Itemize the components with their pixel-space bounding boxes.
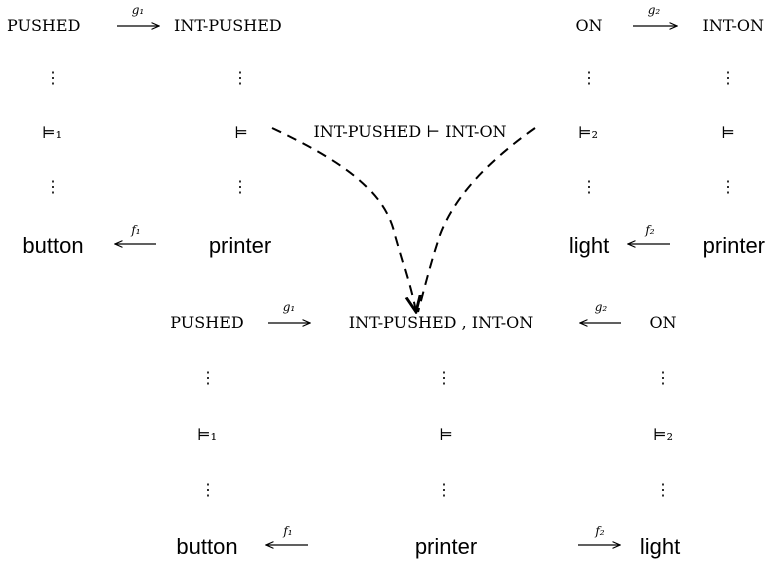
tl-dots-right-1: ⋮: [232, 68, 248, 87]
b-dots-right-2: ⋮: [655, 480, 671, 499]
b-dots-right-1: ⋮: [655, 368, 671, 387]
tl-sat-right: ⊨: [234, 123, 248, 142]
dashed-curve-left: [271, 127, 416, 312]
b-model-printer: printer: [414, 534, 478, 559]
tl-morph-g1: g₁: [131, 3, 145, 17]
b-dots-left-1: ⋮: [200, 368, 216, 387]
entailment: INT-PUSHED ⊢ INT-ON: [313, 122, 507, 141]
b-sat-mid: ⊨: [439, 425, 453, 444]
tr-syntax-on: ON: [575, 16, 603, 35]
b-model-light: light: [639, 534, 681, 559]
tr-dots-left-1: ⋮: [581, 68, 597, 87]
tl-sat-left: ⊨₁: [41, 123, 63, 142]
b-model-button: button: [176, 534, 238, 559]
dashed-curve-right: [417, 127, 536, 313]
b-morph-f2: f₂: [595, 524, 605, 538]
tr-sat-right: ⊨: [721, 123, 735, 142]
tl-syntax-int-pushed: INT-PUSHED: [174, 16, 282, 35]
tl-morph-f1: f₁: [131, 223, 141, 237]
tl-dots-left-1: ⋮: [45, 68, 61, 87]
tr-syntax-int-on: INT-ON: [702, 16, 764, 35]
tl-dots-right-2: ⋮: [232, 177, 248, 196]
b-sat-right: ⊨₂: [652, 425, 674, 444]
tr-model-light: light: [568, 233, 610, 258]
b-morph-f1: f₁: [283, 524, 293, 538]
b-dots-mid-1: ⋮: [436, 368, 452, 387]
tr-morph-f2: f₂: [645, 223, 655, 237]
tr-morph-g2: g₂: [647, 3, 661, 17]
tr-dots-left-2: ⋮: [581, 177, 597, 196]
b-syntax-pushed: PUSHED: [170, 313, 244, 332]
tr-dots-right-1: ⋮: [720, 68, 736, 87]
tl-syntax-pushed: PUSHED: [7, 16, 81, 35]
b-syntax-combined: INT-PUSHED , INT-ON: [348, 313, 534, 332]
b-syntax-on: ON: [649, 313, 677, 332]
b-morph-g1: g₁: [282, 300, 296, 314]
b-sat-left: ⊨₁: [196, 425, 218, 444]
tl-model-button: button: [22, 233, 84, 258]
b-dots-left-2: ⋮: [200, 480, 216, 499]
b-morph-g2: g₂: [594, 300, 608, 314]
b-dots-mid-2: ⋮: [436, 480, 452, 499]
tr-dots-right-2: ⋮: [720, 177, 736, 196]
tl-dots-left-2: ⋮: [45, 177, 61, 196]
tr-model-printer: printer: [702, 233, 765, 258]
tl-model-printer: printer: [208, 233, 272, 258]
tr-sat-left: ⊨₂: [577, 123, 599, 142]
